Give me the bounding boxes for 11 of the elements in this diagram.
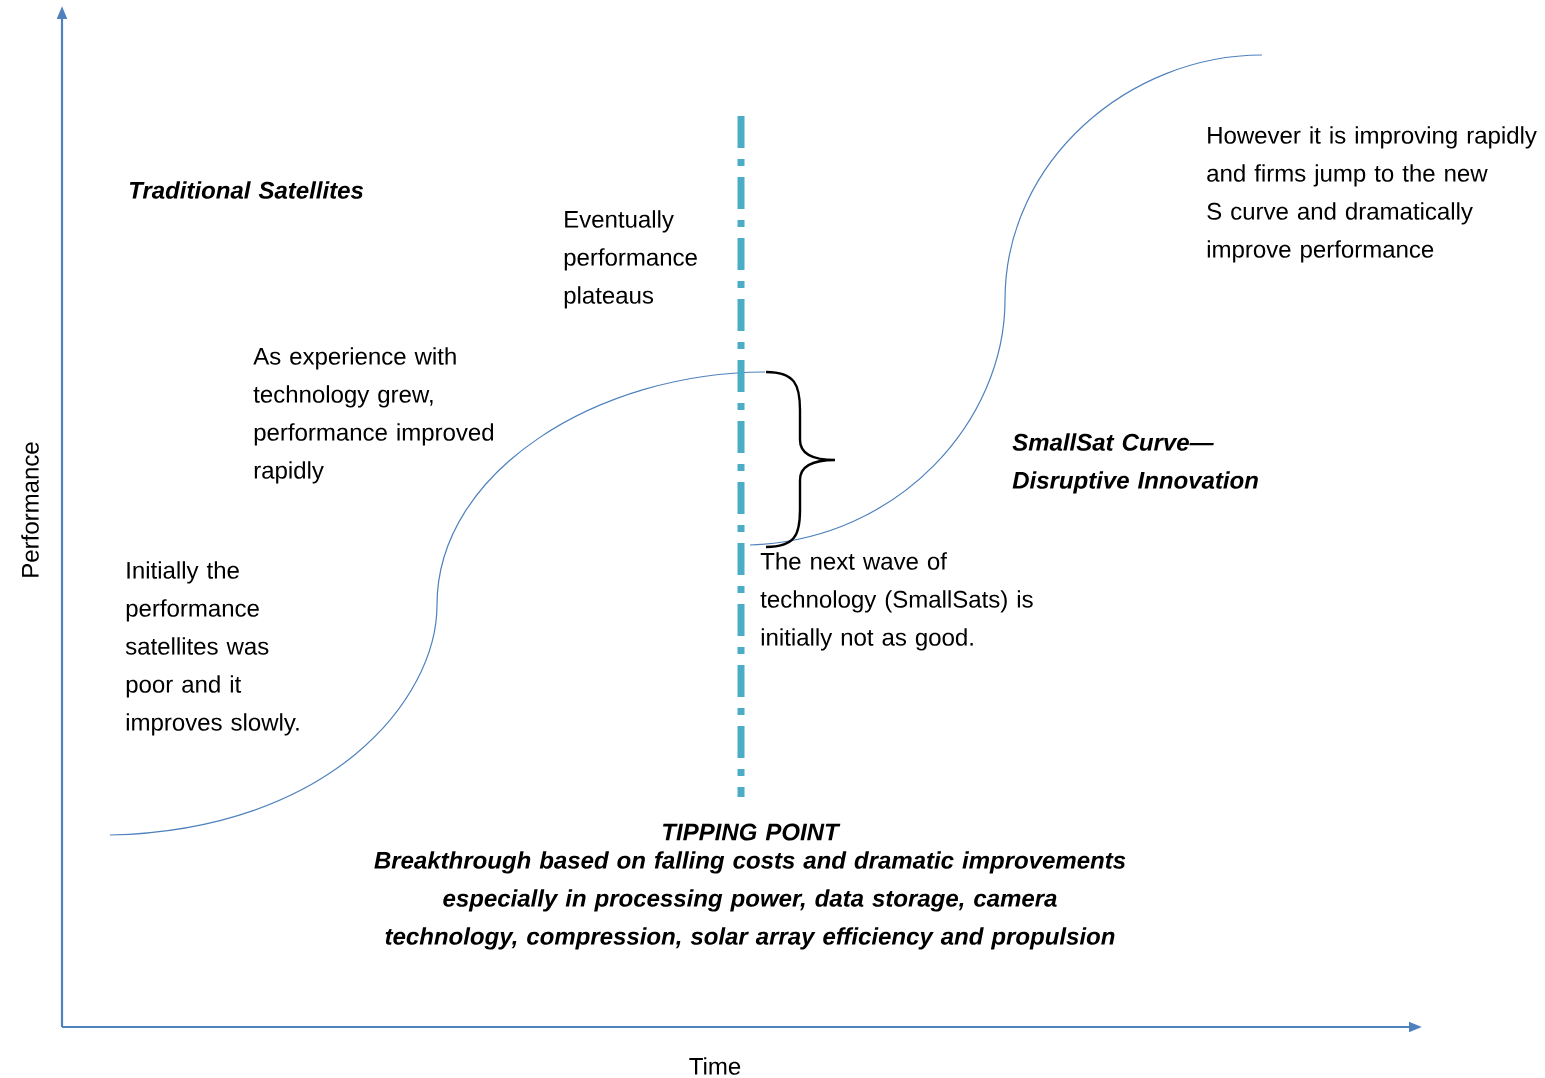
tipping-point-text: Breakthrough based on falling costs and dramatic improvements especially in processing power, data storage, camera technology, compression, solar array efficiency and propulsion — [374, 851, 1126, 950]
annotation-text: As experience with technology grew, performance improved rapidly — [253, 347, 494, 484]
annotation-text: Eventually performance plateaus — [564, 210, 697, 309]
tipping-point-title: TIPPING POINT — [663, 823, 841, 841]
annotation-text: However it is improving rapidly and firms jump to the new S curve and dramatically improve performance — [1207, 126, 1537, 263]
curve-label: SmallSat Curve— Disruptive Innovation — [1012, 433, 1258, 494]
curve-label: Traditional Satellites — [129, 181, 363, 199]
axis-label: Time — [689, 1057, 741, 1075]
annotation-text: The next wave of technology (SmallSats) is initially not as good. — [760, 552, 1033, 651]
axis-label: Performance — [21, 442, 39, 577]
annotation-text: Initially the performance satellites was poor and it improves slowly. — [125, 561, 299, 736]
